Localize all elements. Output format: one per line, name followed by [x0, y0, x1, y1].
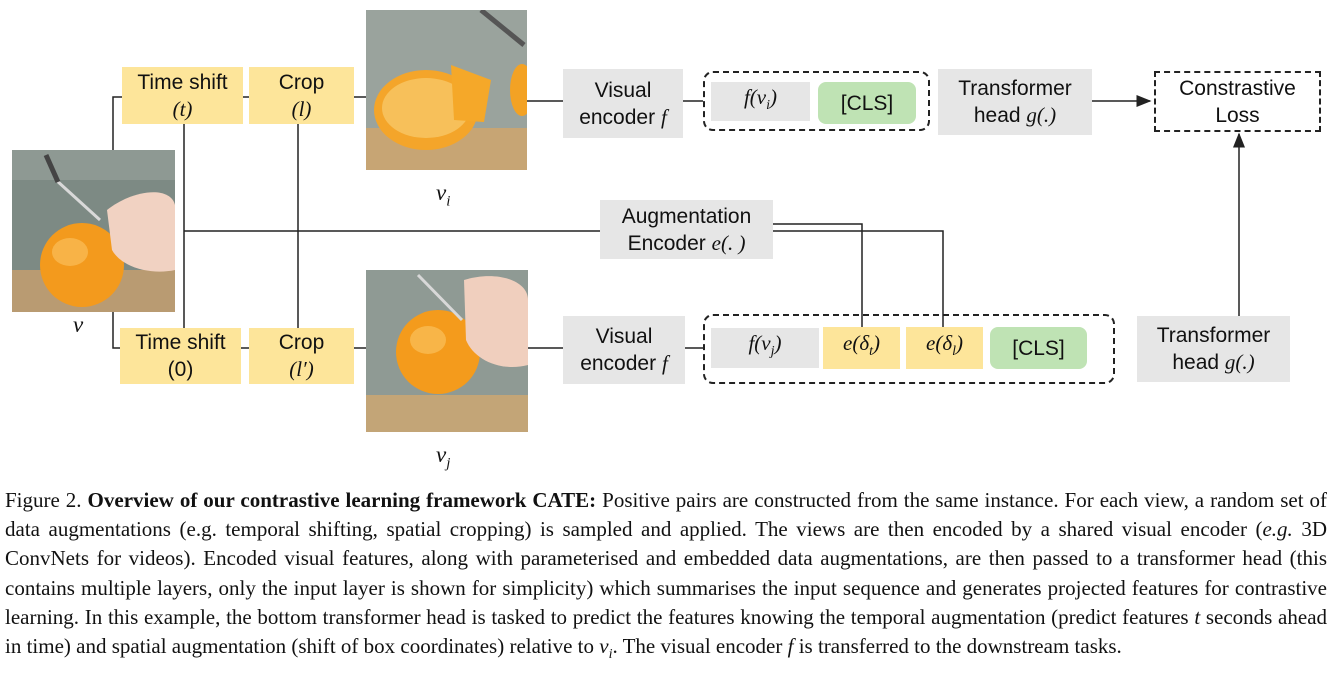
aug-encoder-symbol: e(. ) — [711, 230, 746, 255]
time-shift-top-box: Time shift (t) — [122, 67, 243, 124]
crop-bottom-label: Crop — [278, 331, 325, 354]
crop-top-param: (l) — [291, 96, 312, 121]
top-feature-token: f(vi) — [711, 82, 810, 121]
caption-part3: seconds ahead in time) and spatial augme… — [5, 604, 1328, 659]
caption-bold-title: Overview of our contrastive learning fra… — [87, 488, 597, 512]
top-token-sequence — [703, 71, 930, 131]
bottom-feature-token: f(vj) — [711, 328, 819, 368]
bottom-view-label: vj — [436, 442, 451, 472]
caption-vi-symbol: vi — [599, 634, 613, 663]
contrastive-loss-box: Constrastive Loss — [1154, 71, 1321, 132]
loss-line2: Loss — [1215, 103, 1260, 127]
crop-top-label: Crop — [278, 70, 325, 94]
connector-lines — [112, 95, 1245, 349]
temporal-aug-token: e(δt) — [823, 327, 900, 369]
bottom-cls-token: [CLS] — [990, 327, 1087, 369]
encoder-top-symbol: f — [660, 104, 667, 129]
head-top-line1: Transformer — [958, 77, 1072, 100]
top-view-label: vi — [436, 180, 451, 210]
caption-f-symbol: f — [787, 634, 794, 659]
transformer-head-bottom-box: Transformer head g(.) — [1137, 316, 1290, 382]
caption-part5: is transferred to the downstream tasks. — [798, 634, 1122, 659]
bottom-view-frame — [366, 270, 528, 432]
time-shift-bottom-param: (0) — [167, 358, 194, 381]
source-video-frame — [12, 150, 175, 312]
top-cls-token: [CLS] — [818, 82, 916, 124]
aug-encoder-line1: Augmentation — [621, 204, 752, 228]
head-top-symbol: g(.) — [1026, 103, 1057, 127]
crop-top-box: Crop (l) — [249, 67, 354, 124]
line-source-bottom — [112, 312, 120, 349]
caption-part1: Positive pairs are constructed from the … — [5, 488, 1328, 542]
encoder-top-line2: encoder — [579, 105, 656, 129]
time-shift-top-param: (t) — [172, 96, 193, 121]
spatial-aug-token: e(δl) — [906, 327, 983, 369]
caption-part4: . The visual encoder — [612, 634, 783, 659]
visual-encoder-bottom-box: Visual encoder f — [563, 316, 685, 384]
cate-framework-figure: v Time shift (t) Crop (l) vi Visual enco… — [12, 10, 1321, 472]
head-top-line2: head — [973, 104, 1021, 127]
line-source-top — [112, 96, 122, 150]
source-label: v — [73, 312, 84, 337]
time-shift-bottom-label: Time shift — [135, 331, 226, 354]
time-shift-bottom-box: Time shift (0) — [120, 328, 241, 384]
encoder-bottom-line2: encoder — [580, 352, 657, 375]
head-bottom-line1: Transformer — [1156, 324, 1271, 347]
top-view-frame — [366, 10, 527, 170]
encoder-bottom-symbol: f — [661, 351, 668, 375]
caption-part2: 3D ConvNets for videos). Encoded visual … — [5, 517, 1328, 629]
bottom-token-sequence — [703, 314, 1115, 384]
encoder-top-line1: Visual — [594, 78, 652, 102]
time-shift-top-label: Time shift — [137, 70, 228, 94]
figure-caption: Figure 2. Overview of our contrastive le… — [5, 486, 1327, 669]
visual-encoder-top-box: Visual encoder f — [563, 69, 683, 138]
aug-encoder-line2: Encoder — [627, 231, 706, 255]
transformer-head-top-box: Transformer head g(.) — [938, 69, 1092, 135]
top-cls-label: [CLS] — [840, 91, 894, 115]
augmentation-encoder-box: Augmentation Encoder e(. ) — [600, 200, 773, 259]
encoder-bottom-line1: Visual — [595, 325, 653, 348]
loss-line1: Constrastive — [1179, 76, 1296, 100]
caption-eg: e.g. — [1262, 517, 1293, 542]
caption-prefix: Figure 2. — [5, 488, 82, 512]
bottom-cls-label: [CLS] — [1012, 336, 1065, 360]
head-bottom-line2: head — [1172, 351, 1220, 374]
crop-bottom-box: Crop (l′) — [249, 328, 354, 384]
head-bottom-symbol: g(.) — [1224, 350, 1255, 374]
caption-t-symbol: t — [1194, 604, 1201, 629]
crop-bottom-param: (l′) — [289, 357, 314, 381]
